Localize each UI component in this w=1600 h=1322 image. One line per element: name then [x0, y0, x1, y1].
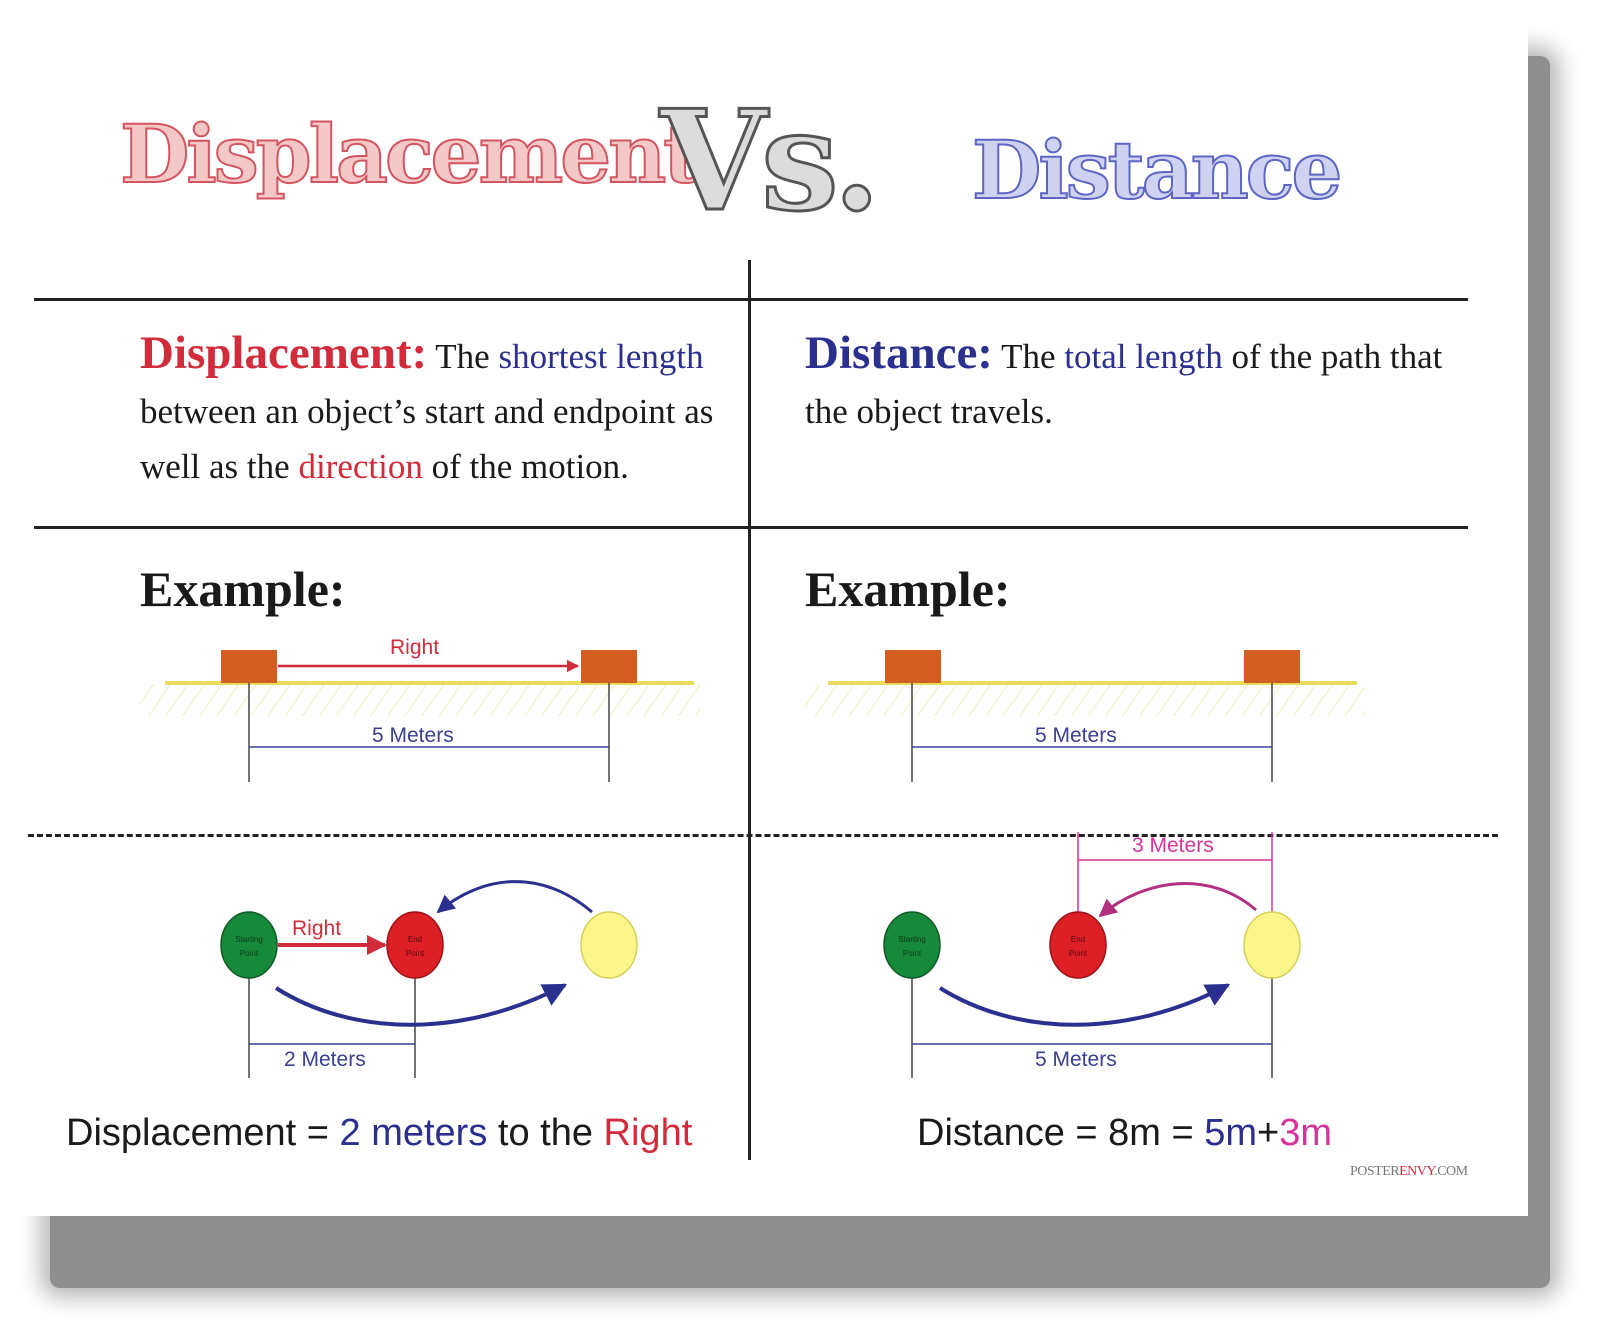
waypoint-circle [580, 911, 638, 979]
bottom-left-example: Right Starting Point End Point 2 Meters [220, 880, 638, 1078]
measure-label: 5 Meters [1035, 724, 1117, 747]
title-displacement: Displacement [119, 107, 701, 201]
return-arc-arrow [436, 880, 593, 914]
highlight-shortest-length: shortest length [498, 337, 704, 376]
highlight-direction: direction [298, 447, 423, 486]
highlight-total-length: total length [1064, 337, 1223, 376]
formula-value: 2 meters [339, 1112, 488, 1154]
def-text: The [427, 337, 499, 376]
outward-arc-arrow [938, 983, 1231, 1027]
formula-text: Distance = 8m = [917, 1112, 1205, 1154]
def-text: of the path that the object travels. [805, 337, 1443, 431]
middle-rule [34, 526, 1468, 529]
top-rule [34, 298, 1468, 301]
def-text: The [992, 337, 1065, 376]
end-point-label-1: End [408, 935, 422, 944]
title-distance: Distance [971, 123, 1343, 217]
end-box [581, 650, 637, 683]
credit-b: ENVY [1399, 1164, 1435, 1179]
formula-part-5m: 5m [1204, 1112, 1258, 1154]
measure-label: 5 Meters [372, 724, 454, 747]
start-box [221, 650, 277, 683]
example-heading-right: Example: [805, 561, 1011, 617]
def-text: of the motion. [422, 447, 629, 486]
top-right-example: 5 Meters [805, 650, 1365, 782]
measure-label: 5 Meters [1035, 1048, 1117, 1071]
formula-text: Displacement = [66, 1112, 340, 1154]
poster: Displacement Vs. Distance Displacement: … [20, 20, 1528, 1216]
displacement-definition: Displacement: The shortest length betwee… [140, 326, 760, 494]
distance-definition: Distance: The total length of the path t… [805, 326, 1455, 439]
credit-c: .COM [1434, 1164, 1468, 1179]
outward-arc-arrow [274, 983, 568, 1027]
formula-direction: Right [603, 1112, 693, 1154]
return-arc-arrow [1098, 882, 1257, 918]
starting-point-circle [220, 911, 278, 979]
ground-hatch [140, 684, 700, 716]
example-diagrams: Right 5 Meters 5 Meters Right St [140, 636, 1365, 1078]
end-point-label-2: Point [1069, 949, 1088, 958]
ground-hatch [805, 684, 1365, 716]
dashed-divider [28, 834, 1498, 837]
distance-term: Distance: [805, 327, 993, 379]
starting-point-label-1: Starting [898, 935, 926, 944]
formula-text: to the [487, 1112, 604, 1154]
top-left-example: Right 5 Meters [140, 636, 700, 782]
starting-point-label-2: Point [240, 949, 259, 958]
example-heading-left: Example: [140, 561, 346, 617]
bottom-right-example: 3 Meters Starting Point End Point 5 Mete… [883, 832, 1301, 1078]
distance-formula: Distance = 8m = 5m+3m [917, 1114, 1332, 1152]
formula-text: + [1257, 1112, 1280, 1154]
right-arrow-label: Right [292, 917, 341, 940]
end-point-circle [1049, 911, 1107, 979]
top-measure-label: 3 Meters [1132, 834, 1214, 857]
starting-point-circle [883, 911, 941, 979]
end-point-label-2: Point [406, 949, 425, 958]
starting-point-label-1: Starting [235, 935, 263, 944]
measure-label: 2 Meters [284, 1048, 366, 1071]
def-text: between an object’s start and endpoint a… [140, 392, 714, 486]
starting-point-label-2: Point [903, 949, 922, 958]
end-point-circle [386, 911, 444, 979]
end-box [1244, 650, 1300, 683]
credit-a: POSTER [1350, 1164, 1400, 1179]
poster-credit: POSTERENVY.COM [1350, 1164, 1468, 1180]
displacement-term: Displacement: [140, 327, 428, 379]
end-point-label-1: End [1071, 935, 1085, 944]
center-divider [748, 260, 751, 1160]
waypoint-circle [1243, 911, 1301, 979]
start-box [885, 650, 941, 683]
displacement-formula: Displacement = 2 meters to the Right [66, 1114, 692, 1152]
right-arrow-label: Right [390, 636, 439, 659]
title-vs: Vs. [659, 79, 883, 242]
formula-part-3m: 3m [1279, 1112, 1333, 1154]
